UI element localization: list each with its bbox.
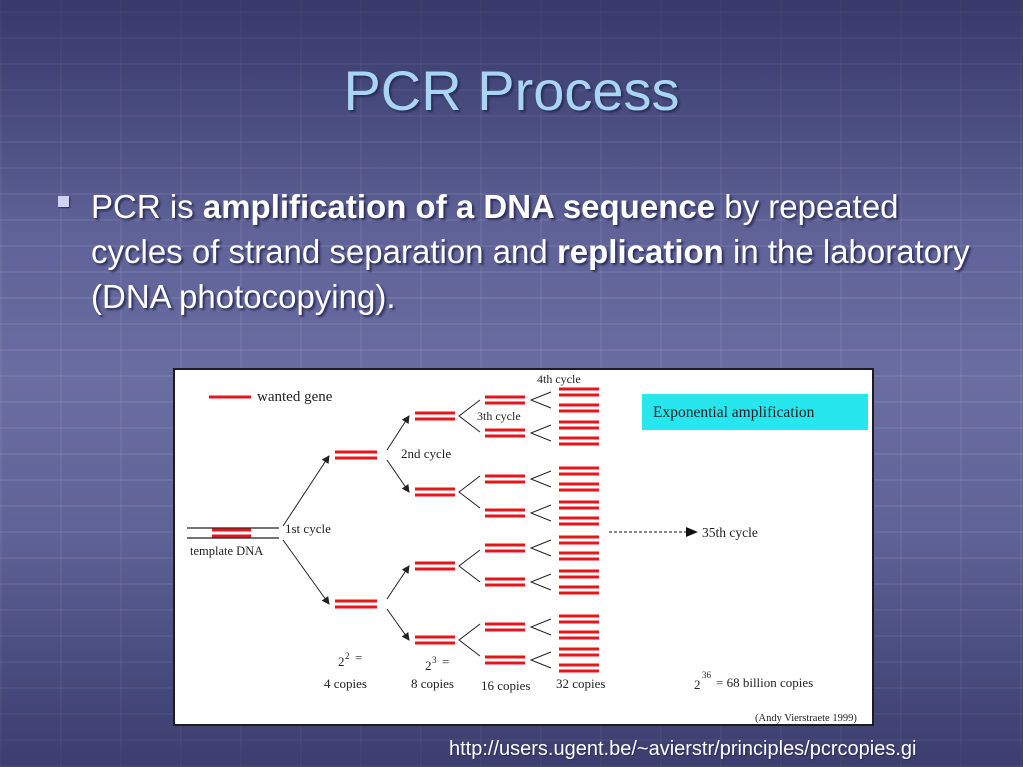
chevrons-cycle3	[458, 399, 481, 657]
cycle2-label: 2nd cycle	[401, 446, 451, 461]
copies-4-label: 4 copies	[324, 676, 367, 691]
exp8-sup: 3	[432, 655, 437, 665]
final-copies-label: = 68 billion copies	[716, 675, 813, 690]
pcr-diagram: wanted gene template DNA 1st cycle 2nd c	[173, 368, 874, 726]
copies-cycle4	[559, 387, 599, 673]
bullet-text-part3: in the laboratory (DNA photocopying).	[91, 233, 970, 315]
exp8-base: 2	[425, 658, 432, 673]
copies-cycle1	[335, 450, 377, 609]
cycle35-label: 35th cycle	[702, 525, 758, 540]
copies-32-label: 32 copies	[556, 676, 605, 691]
pcr-diagram-svg: wanted gene template DNA 1st cycle 2nd c	[187, 372, 868, 724]
exponential-banner	[642, 394, 868, 430]
arrow-cycle1-up	[282, 455, 330, 527]
exp4-base: 2	[338, 654, 345, 669]
template-dna-label: template DNA	[190, 544, 263, 558]
exp4-eq: =	[355, 650, 362, 665]
legend-label: wanted gene	[257, 389, 333, 405]
bullet-text: PCR is amplification of a DNA sequence b…	[91, 184, 991, 319]
final-base: 2	[694, 677, 701, 692]
chevrons-cycle4	[529, 391, 552, 669]
cycle1-label: 1st cycle	[285, 521, 331, 536]
template-dna	[187, 527, 279, 539]
exp4-sup: 2	[345, 651, 350, 661]
copies-16-label: 16 copies	[481, 678, 530, 693]
bullet-text-part2: by repeated cycles of strand separation …	[91, 188, 899, 270]
bullet-bold-amplification: amplification of a DNA sequence	[202, 188, 716, 225]
arrows-cycle2	[386, 415, 410, 641]
bullet-text-part1: PCR is	[91, 188, 203, 225]
bullet-bold-replication: replication	[556, 233, 724, 270]
cycle3-label: 3th cycle	[477, 409, 521, 423]
copies-cycle3	[485, 395, 525, 665]
slide-title: PCR Process	[343, 59, 680, 122]
copies-8-label: 8 copies	[411, 676, 454, 691]
copies-cycle2	[415, 411, 455, 645]
figure-credit: (Andy Vierstraete 1999)	[755, 713, 857, 724]
exp8-eq: =	[442, 654, 449, 669]
source-url: http://users.ugent.be/~avierstr/principl…	[449, 738, 917, 760]
arrow-cycle1-down	[282, 539, 330, 605]
cycle4-label: 4th cycle	[537, 372, 581, 386]
square-bullet-icon	[58, 196, 69, 207]
exponential-banner-text: Exponential amplification	[653, 404, 815, 421]
final-sup: 36	[702, 670, 712, 680]
